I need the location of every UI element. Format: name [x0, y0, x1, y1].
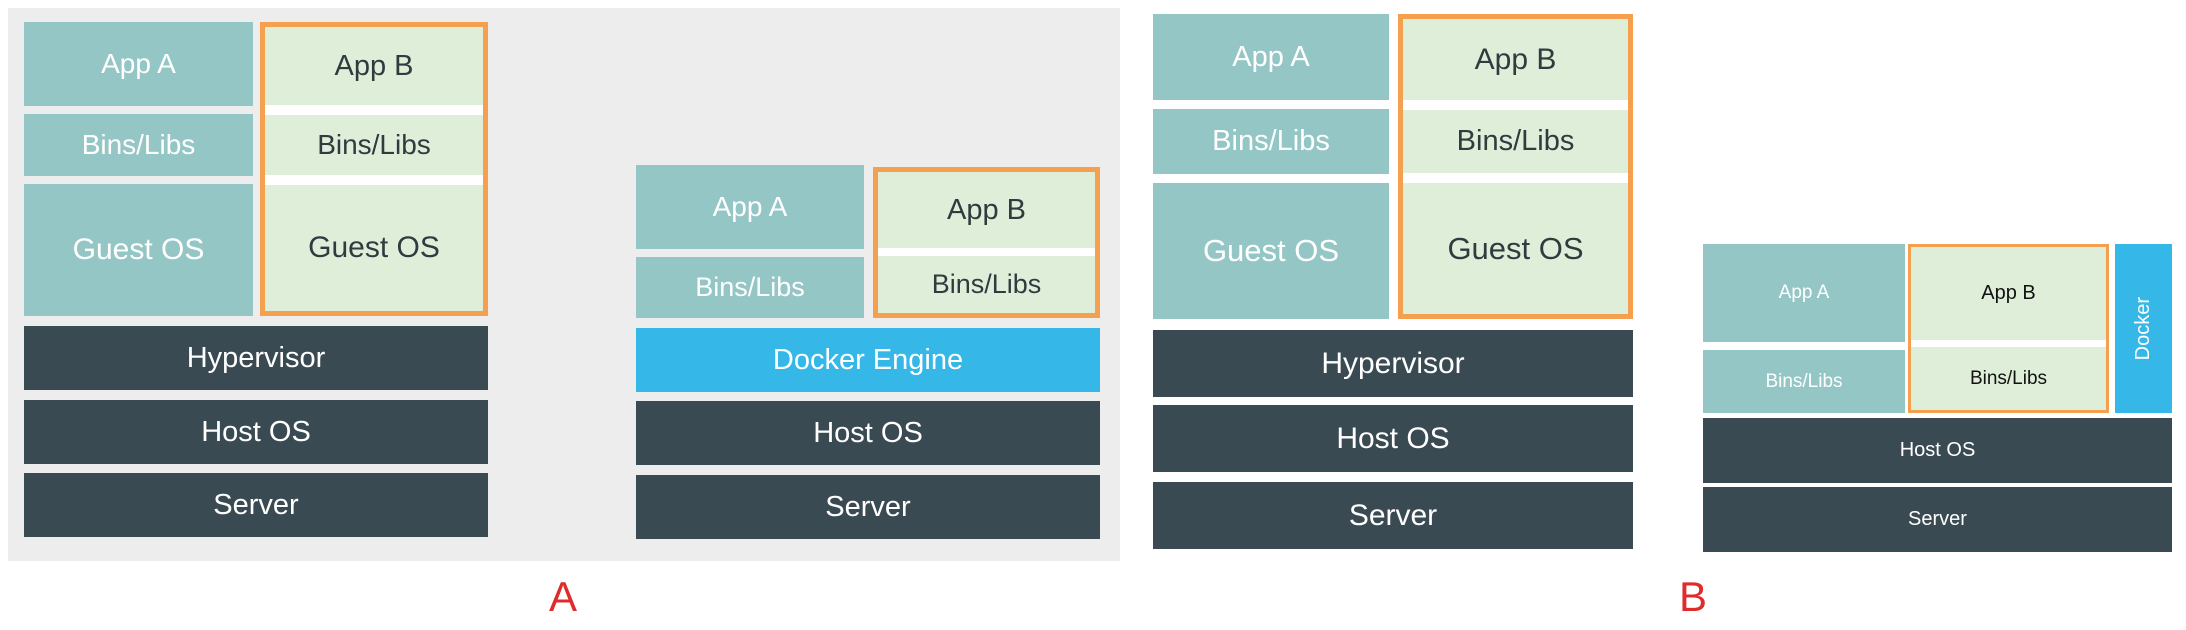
vm-app-b: App B — [265, 27, 483, 105]
vm-guest-os-a: Guest OS — [1153, 183, 1389, 319]
container-host-os: Host OS — [636, 401, 1100, 465]
container-bins-libs-b: Bins/Libs — [878, 256, 1095, 313]
vm-host-os: Host OS — [24, 400, 488, 464]
vm-bins-libs-b: Bins/Libs — [1403, 110, 1628, 173]
docker-label: Docker — [2132, 296, 2154, 361]
vm-server: Server — [1153, 482, 1633, 549]
container-server: Server — [1703, 487, 2172, 552]
container-app-a: App A — [636, 165, 864, 249]
docker-engine-vertical: Docker — [2115, 244, 2172, 413]
container-bins-libs-a: Bins/Libs — [636, 257, 864, 318]
figure-a-caption: A — [548, 573, 577, 620]
container-app-a: App A — [1703, 244, 1905, 342]
container-host-os: Host OS — [1703, 418, 2172, 483]
vm-server: Server — [24, 473, 488, 537]
vm-hypervisor: Hypervisor — [1153, 330, 1633, 397]
vm-bins-libs-a: Bins/Libs — [1153, 109, 1389, 174]
vm-bins-libs-a: Bins/Libs — [24, 114, 253, 176]
vm-app-b: App B — [1403, 19, 1628, 100]
docker-engine: Docker Engine — [636, 328, 1100, 392]
vm-app-a: App A — [1153, 14, 1389, 100]
vm-guest-os-b: Guest OS — [1403, 183, 1628, 314]
vm-guest-os-b: Guest OS — [265, 185, 483, 311]
vm-host-os: Host OS — [1153, 405, 1633, 472]
vm-hypervisor: Hypervisor — [24, 326, 488, 390]
container-server: Server — [636, 475, 1100, 539]
vm-guest-os-a: Guest OS — [24, 184, 253, 316]
container-app-b: App B — [878, 172, 1095, 248]
container-bins-libs-a: Bins/Libs — [1703, 350, 1905, 413]
vm-app-a: App A — [24, 22, 253, 106]
figure-b-caption: B — [1678, 573, 1707, 620]
container-app-b: App B — [1911, 247, 2106, 340]
vm-bins-libs-b: Bins/Libs — [265, 115, 483, 175]
container-bins-libs-b: Bins/Libs — [1911, 347, 2106, 410]
